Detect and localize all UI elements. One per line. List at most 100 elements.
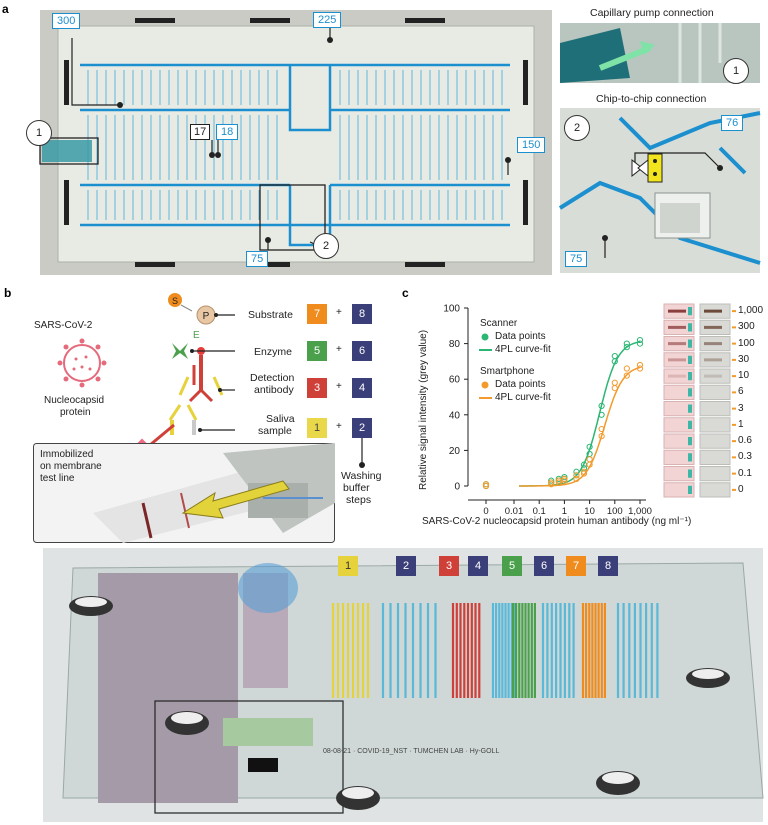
strip-test-line xyxy=(704,342,722,346)
data-point-smartphone xyxy=(561,477,568,484)
strip-test-line xyxy=(704,374,722,378)
data-point-smartphone xyxy=(611,385,618,392)
wash-label-1: Washing xyxy=(341,470,382,482)
y-tick-label: 60 xyxy=(449,375,461,386)
data-point-smartphone xyxy=(598,425,605,433)
panel-a-chip-photo xyxy=(39,10,552,275)
y-axis-label: Relative signal intensity (grey value) xyxy=(418,330,429,490)
plus-3: + xyxy=(336,381,342,392)
wash-label-2: buffer xyxy=(343,482,370,494)
inset-2-callout: 2 xyxy=(564,115,590,141)
legend-smartphone-points-label: Data points xyxy=(495,379,546,390)
legend-scanner-title: Scanner xyxy=(480,318,518,329)
legend-scanner-points-label: Data points xyxy=(495,331,546,342)
strip-control-line xyxy=(688,323,692,332)
wash-connector xyxy=(359,438,365,468)
x-tick-label: 0.1 xyxy=(533,506,546,517)
x-tick-label: 100 xyxy=(607,506,623,517)
meander-channel xyxy=(451,603,481,698)
strip-concentration-label: 0.1 xyxy=(738,467,752,479)
data-point-smartphone xyxy=(573,475,580,482)
wash-label-3: steps xyxy=(346,494,372,506)
test-strip-images xyxy=(663,303,736,498)
np-label-1: Nucleocapsid xyxy=(44,395,105,406)
strip-phone xyxy=(699,482,731,498)
legend-markers xyxy=(479,333,492,399)
data-point-scanner xyxy=(636,336,644,344)
legend-smartphone-title: Smartphone xyxy=(480,366,535,377)
data-point-smartphone xyxy=(573,472,580,479)
channel-number-5: 5 xyxy=(502,556,522,576)
strip-phone xyxy=(699,433,731,449)
channel-number-2: 2 xyxy=(396,556,416,576)
y-tick-label: 40 xyxy=(449,410,461,421)
x-tick-label: 0.01 xyxy=(505,506,524,517)
strip-phone xyxy=(699,449,731,465)
data-point-smartphone xyxy=(555,479,562,486)
meander-channel xyxy=(581,603,606,698)
detection-label-2: antibody xyxy=(254,384,294,396)
label-17: 17 xyxy=(190,124,211,140)
inset-1-title: Capillary pump connection xyxy=(590,7,714,19)
reagent-7: 7 xyxy=(307,304,327,324)
legend-scanner-point-marker xyxy=(481,333,489,341)
dose-response-chart: Relative signal intensity (grey value) 0… xyxy=(418,304,691,528)
strip-phone xyxy=(699,417,731,433)
data-point-smartphone xyxy=(636,365,644,372)
strip-control-line xyxy=(688,372,692,381)
inset-1-callout: 1 xyxy=(723,58,749,84)
strip-control-line xyxy=(688,437,692,446)
legend-scanner-curve-label: 4PL curve-fit xyxy=(495,344,551,355)
data-point-smartphone xyxy=(623,365,630,372)
x-tick-label: 0 xyxy=(483,506,488,517)
reagent-2: 2 xyxy=(352,418,372,438)
strip-scanner xyxy=(663,417,695,433)
channel-number-6: 6 xyxy=(534,556,554,576)
virus-label: SARS-CoV-2 xyxy=(34,320,93,331)
data-point-smartphone xyxy=(548,481,555,488)
inset-2-title: Chip-to-chip connection xyxy=(596,93,707,105)
strip-scanner xyxy=(663,368,695,384)
legend-smartphone-curve-label: 4PL curve-fit xyxy=(495,392,551,403)
panel-a-label: a xyxy=(2,2,9,16)
substrate-label: Substrate xyxy=(248,309,293,321)
strip-phone xyxy=(699,384,731,400)
strip-test-line xyxy=(668,342,686,346)
strip-test-line xyxy=(668,358,686,362)
strip-control-line xyxy=(688,339,692,348)
meander-channel xyxy=(331,603,370,698)
data-point-smartphone xyxy=(598,433,605,440)
data-point-smartphone xyxy=(580,470,588,477)
y-tick-label: 0 xyxy=(454,482,460,493)
strip-phone xyxy=(699,352,731,368)
data-point-scanner xyxy=(586,443,593,450)
strip-scanner xyxy=(663,466,695,482)
plus-1: + xyxy=(336,307,342,318)
plus-4: + xyxy=(336,421,342,432)
meander-channel xyxy=(616,603,659,698)
data-point-scanner xyxy=(573,468,580,475)
reagent-8: 8 xyxy=(352,304,372,324)
data-point-scanner xyxy=(598,411,605,418)
product-letter: P xyxy=(203,311,210,322)
strip-test-line xyxy=(704,358,722,362)
data-point-scanner xyxy=(561,474,568,481)
data-point-scanner xyxy=(548,477,555,484)
callout-1: 1 xyxy=(26,120,52,146)
strip-control-line xyxy=(688,307,692,316)
meander-channel xyxy=(491,603,516,698)
meander-channel xyxy=(511,603,536,698)
detection-label-1: Detection xyxy=(250,372,295,384)
strip-test-line xyxy=(668,374,686,378)
data-point-scanner xyxy=(636,340,644,347)
strip-control-line xyxy=(688,469,692,478)
inset-2-label-75: 75 xyxy=(565,251,588,267)
assay-icons: S P E xyxy=(133,293,235,456)
data-point-smartphone xyxy=(636,361,644,369)
device-photo: 08-08-21 · COVID-19_NST · TUMCHEN LAB · … xyxy=(43,548,764,822)
data-point-scanner xyxy=(623,340,630,347)
data-point-smartphone xyxy=(623,372,630,379)
channel-number-1: 1 xyxy=(338,556,358,576)
legend-smartphone-point-marker xyxy=(481,381,489,389)
panel-b-label: b xyxy=(4,286,12,300)
